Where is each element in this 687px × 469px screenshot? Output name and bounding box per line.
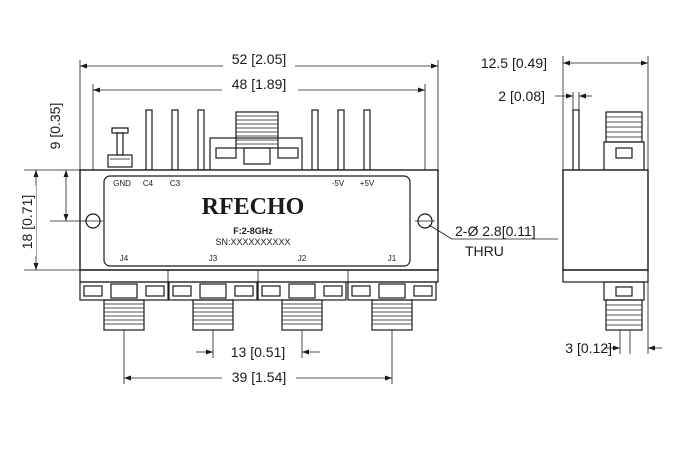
bottom-flange	[79, 269, 439, 283]
dim-pin-offset-label: 2 [0.08]	[498, 88, 545, 104]
dimension-port-pitch: 13 [0.51]	[196, 330, 320, 360]
sma-connector-j1	[347, 281, 437, 331]
pin-label-pos5v: +5V	[360, 179, 375, 188]
hole-note-label: THRU	[465, 243, 504, 259]
bottom-sma-connectors	[79, 281, 437, 331]
top-sma-connector	[209, 111, 303, 173]
dim-overall-width-label: 52 [2.05]	[232, 51, 287, 67]
side-housing	[562, 169, 649, 271]
dim-mount-offset-label: 9 [0.35]	[47, 103, 63, 150]
sma-connector-j2	[257, 281, 347, 331]
pin-label-neg5v: -5V	[332, 179, 345, 188]
dim-hole-spacing-label: 48 [1.89]	[232, 76, 287, 92]
dim-port-pitch-label: 13 [0.51]	[231, 344, 286, 360]
dimension-connector-offset: 3 [0.12]	[565, 282, 662, 356]
sma-connector-j4	[79, 281, 169, 331]
terminal-post	[107, 127, 133, 168]
pin-label-c3: C3	[170, 179, 181, 188]
port-label-j1: J1	[388, 254, 397, 263]
housing	[79, 169, 439, 271]
dim-body-height-label: 18 [0.71]	[19, 195, 35, 250]
dimension-side-depth: 12.5 [0.49]	[481, 55, 648, 71]
sma-connector-j3	[168, 281, 258, 331]
dim-side-depth-label: 12.5 [0.49]	[481, 55, 547, 71]
dimension-mount-offset: 9 [0.35]	[47, 103, 69, 221]
dimension-hole-spacing: 48 [1.89]	[93, 76, 425, 93]
port-label-j4: J4	[120, 254, 129, 263]
hole-callout: 2-Ø 2.8[0.11] THRU	[428, 223, 558, 259]
hole-callout-label: 2-Ø 2.8[0.11]	[455, 223, 536, 239]
port-label-j3: J3	[209, 254, 218, 263]
pin-label-c4: C4	[143, 179, 154, 188]
pin-label-gnd: GND	[113, 179, 131, 188]
side-view: 12.5 [0.49] 2 [0.08]	[481, 55, 662, 356]
front-view: 52 [2.05] 48 [1.89]	[19, 51, 558, 385]
dimension-body-height: 18 [0.71]	[19, 170, 39, 270]
dimension-pin-offset: 2 [0.08]	[498, 88, 592, 112]
label-plate	[103, 175, 411, 267]
dim-connector-offset-label: 3 [0.12]	[565, 340, 612, 356]
serial-number: SN:XXXXXXXXXX	[215, 237, 290, 247]
dimension-overall-width: 52 [2.05]	[80, 51, 438, 69]
frequency-label: F:2-8GHz	[233, 226, 273, 236]
brand-name: RFECHO	[202, 194, 305, 220]
port-label-j2: J2	[298, 254, 307, 263]
dim-outer-port-span-label: 39 [1.54]	[232, 369, 287, 385]
dimension-outer-port-span: 39 [1.54]	[123, 330, 393, 385]
